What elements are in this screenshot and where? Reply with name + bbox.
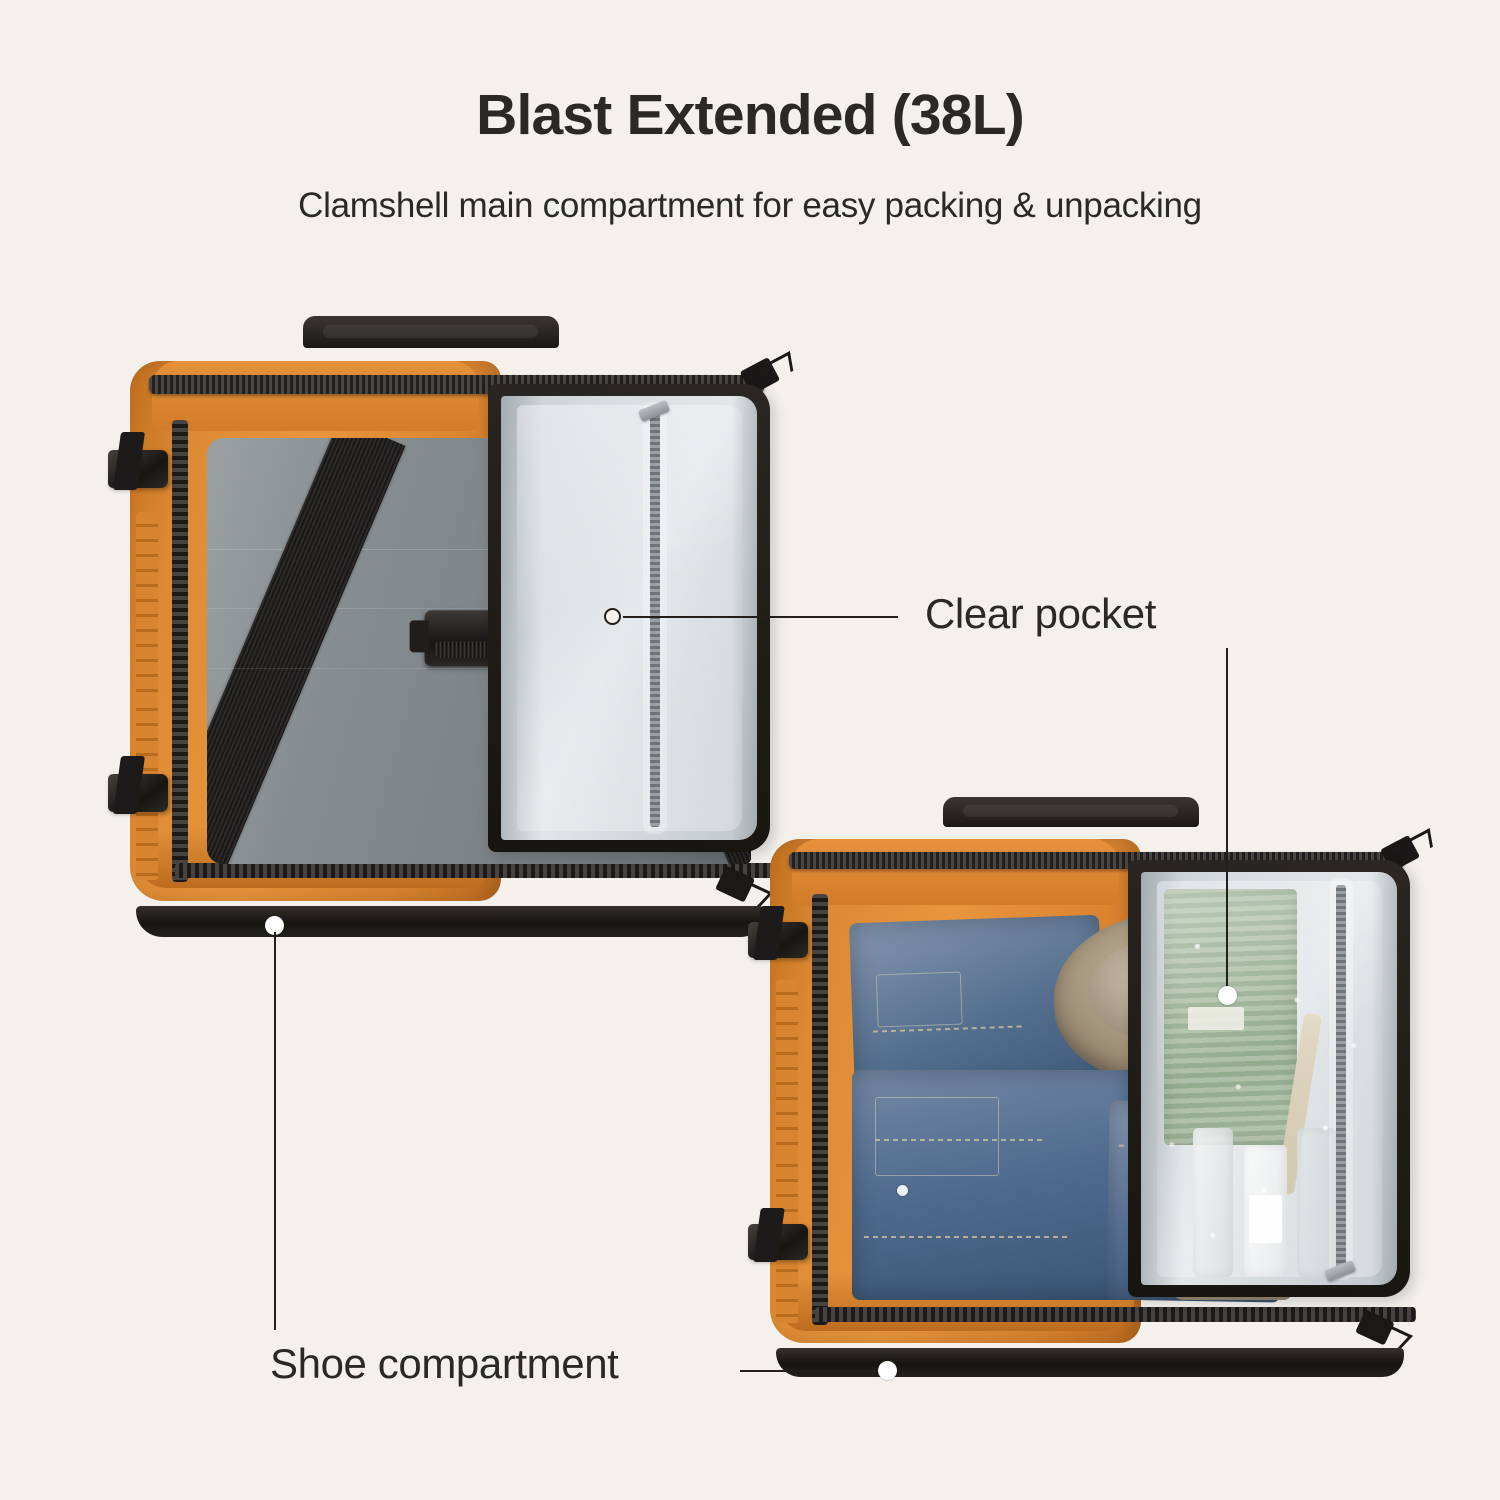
shoe-compartment-leader-line-vertical	[274, 932, 276, 1330]
main-zipper-bottom	[174, 862, 777, 879]
clear-pocket-panel	[501, 396, 757, 840]
side-release-buckle-lower	[107, 774, 169, 813]
bag-top-panel	[152, 361, 479, 432]
side-release-buckle-lower	[747, 1224, 809, 1261]
clear-pocket-marker-dot-secondary	[1218, 986, 1237, 1005]
main-zipper-bottom	[814, 1307, 1417, 1322]
carry-handle	[302, 315, 559, 348]
clear-pocket-texture	[1141, 872, 1397, 1286]
webbing-strip-upper	[135, 512, 158, 696]
main-zipper-left	[811, 894, 829, 1326]
page-subtitle: Clamshell main compartment for easy pack…	[298, 185, 1202, 225]
clear-pocket-sheen	[1156, 880, 1382, 1277]
webbing-strip-upper	[775, 980, 798, 1152]
header: Blast Extended (38L) Clamshell main comp…	[0, 0, 1500, 226]
clear-pocket-leader-line-vertical	[1226, 648, 1228, 996]
shoe-compartment-leader-line	[740, 1370, 890, 1372]
packed-item-jeans	[852, 1069, 1136, 1301]
compression-strap-left	[206, 438, 406, 864]
side-release-buckle-upper	[747, 922, 809, 958]
shoe-compartment-marker-dot	[265, 916, 284, 935]
clear-pocket-panel	[1141, 872, 1397, 1286]
shoe-compartment-base	[776, 1347, 1404, 1377]
page-title: Blast Extended (38L)	[476, 83, 1025, 147]
product-image-bag-packed	[747, 796, 1421, 1377]
clear-pocket-zipper	[1335, 884, 1346, 1273]
bag-top-panel	[792, 839, 1119, 905]
clamshell-flap	[488, 384, 770, 852]
clamshell-flap	[1128, 860, 1410, 1298]
main-zipper-left	[171, 420, 189, 882]
product-image-bag-empty	[107, 315, 781, 938]
clear-pocket-leader-line	[623, 616, 898, 618]
annotation-label-clear-pocket: Clear pocket	[925, 590, 1156, 637]
shoe-compartment-marker-dot-secondary	[878, 1361, 897, 1380]
carry-handle	[942, 796, 1199, 827]
shoe-compartment-base	[136, 906, 764, 938]
annotation-label-shoe-compartment: Shoe compartment	[270, 1340, 619, 1387]
side-release-buckle-upper	[107, 450, 169, 489]
clear-pocket-marker-dot	[604, 608, 621, 625]
